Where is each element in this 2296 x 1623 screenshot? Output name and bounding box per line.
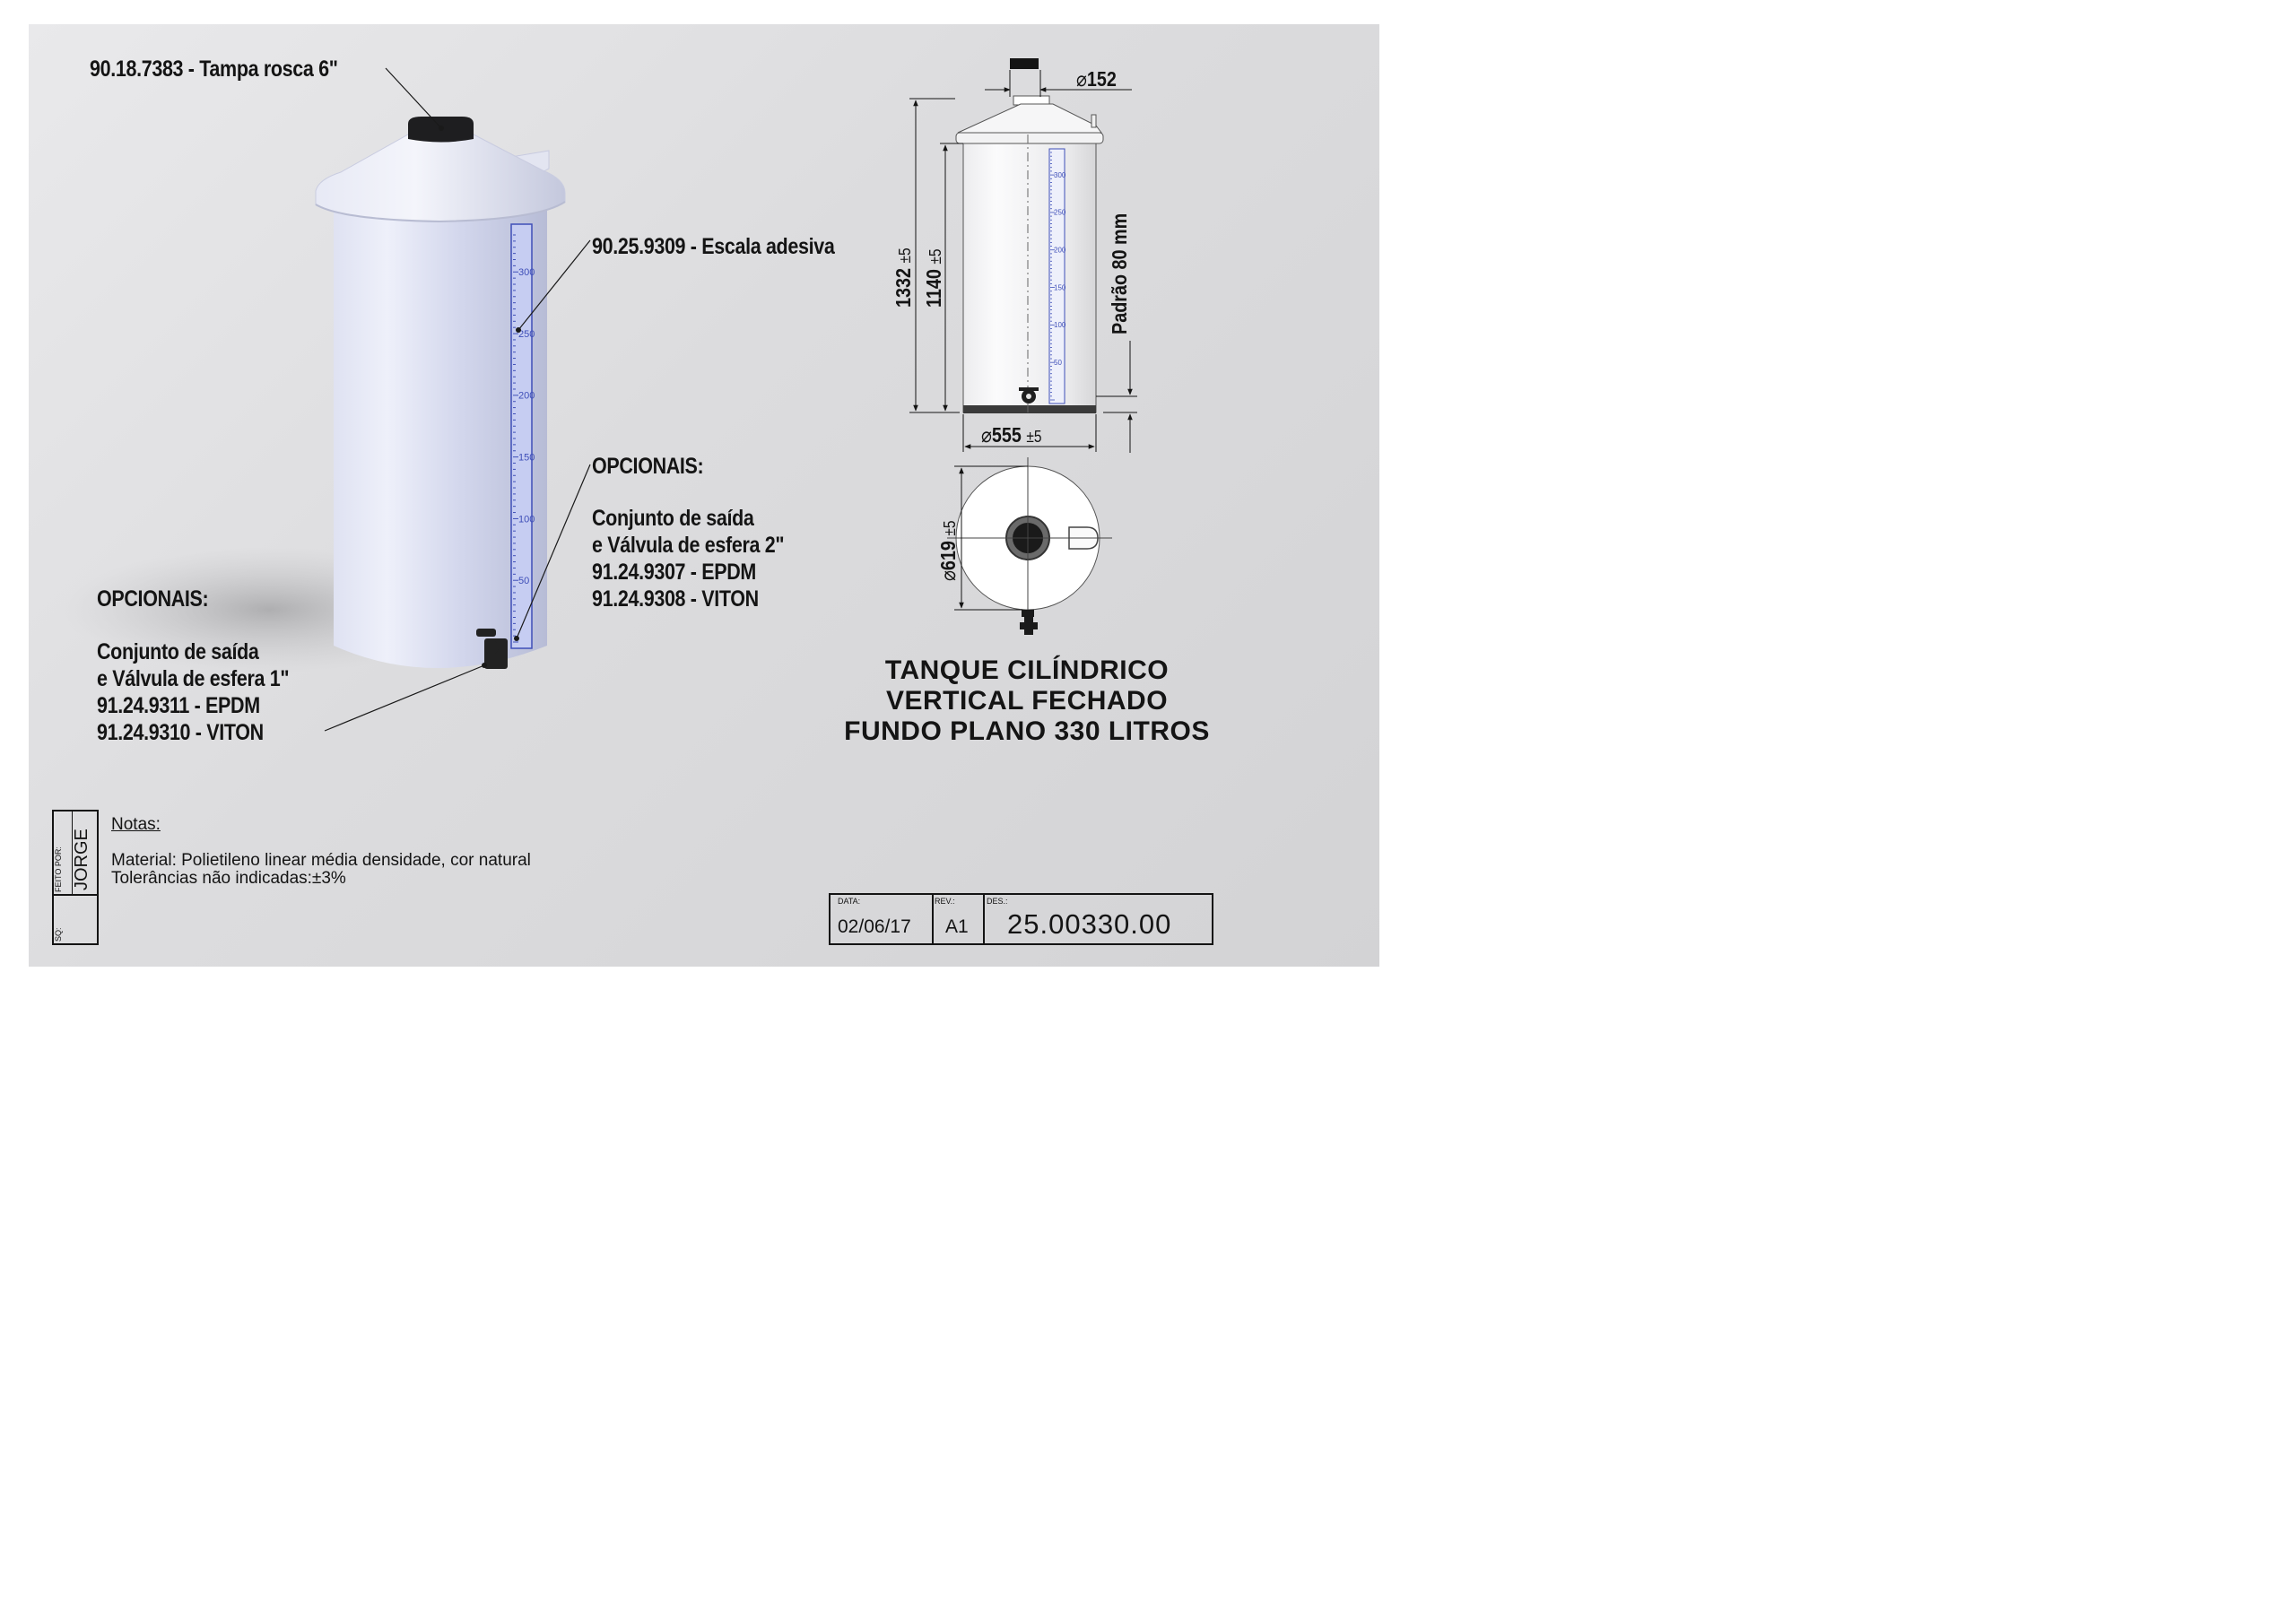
opc-right-line: e Válvula de esfera 2" (592, 533, 785, 558)
title-line: FUNDO PLANO 330 LITROS (844, 716, 1210, 746)
tank-body (334, 202, 547, 668)
opc-right-heading: OPCIONAIS: (592, 454, 704, 479)
opc-right-line: 91.24.9307 - EPDM (592, 560, 756, 585)
diameter-symbol: ⌀ (1076, 67, 1087, 91)
callout-escala: 90.25.9309 - Escala adesiva (592, 234, 835, 259)
notes-tolerance: Tolerâncias não indicadas:±3% (111, 869, 346, 888)
dim-body-height: 1140 ±5 (922, 248, 945, 308)
dim-top-diameter: ⌀619 ±5 (936, 520, 960, 581)
scale-label: 250 (1054, 209, 1066, 217)
scale-label: 200 (518, 391, 535, 402)
opc-right-line: 91.24.9308 - VITON (592, 586, 759, 612)
rev-label: REV.: (935, 897, 955, 906)
opc-left-line: 91.24.9311 - EPDM (97, 693, 260, 718)
technical-drawing: 300 250 200 150 100 50 (909, 58, 1137, 635)
scale-label: 200 (1054, 247, 1066, 255)
author-block (52, 810, 99, 945)
title-line: VERTICAL FECHADO (885, 686, 1169, 716)
tank-render: 300 250 200 150 100 50 (63, 67, 591, 732)
opc-right-line: Conjunto de saída (592, 506, 754, 531)
scale-label: 50 (1054, 359, 1062, 367)
scale-labels: 300 250 200 150 100 50 (518, 267, 535, 586)
elevation-body (962, 143, 1097, 413)
scale-label: 100 (518, 514, 535, 525)
outlet-valve (476, 629, 508, 669)
scale-ticks (513, 234, 518, 643)
opc-left-line: Conjunto de saída (97, 639, 259, 664)
diameter-symbol: ⌀ (981, 423, 992, 447)
scale-label: 100 (1054, 321, 1066, 329)
scale-label: 150 (518, 452, 535, 463)
feito-por-value: JORGE (72, 829, 91, 890)
scale-label: 150 (1054, 283, 1066, 291)
scale-label: 300 (518, 267, 535, 278)
callout-tampa: 90.18.7383 - Tampa rosca 6" (90, 56, 338, 82)
sq-label: SQ: (54, 927, 63, 942)
rev-value: A1 (945, 916, 969, 937)
des-label: DES.: (987, 897, 1008, 906)
data-label: DATA: (838, 897, 861, 906)
leader-lines (324, 67, 591, 732)
dim-lid-diameter: ⌀152 (1076, 67, 1117, 91)
notes-heading: Notas: (111, 815, 161, 834)
dim-padrao: Padrão 80 mm (1108, 213, 1131, 334)
notes-material: Material: Polietileno linear média densi… (111, 851, 531, 870)
data-value: 02/06/17 (838, 916, 911, 937)
title-line: TANQUE CILÍNDRICO (884, 655, 1170, 685)
scale-label: 250 (518, 329, 535, 340)
opc-left-line: e Válvula de esfera 1" (97, 666, 290, 691)
dim-overall-height: 1332 ±5 (891, 247, 915, 308)
opc-left-heading: OPCIONAIS: (97, 586, 209, 612)
scale-label: 300 (1054, 171, 1066, 179)
diameter-symbol: ⌀ (936, 570, 960, 581)
feito-por-label: FEITO POR: (54, 846, 63, 892)
dim-base-diameter: ⌀555 ±5 (981, 423, 1042, 447)
elevation-view: 300 250 200 150 100 50 (955, 58, 1104, 413)
plan-view (947, 457, 1112, 635)
opc-left-line: 91.24.9310 - VITON (97, 720, 264, 745)
scale-label: 50 (518, 576, 529, 586)
drawing-sheet (29, 24, 1379, 967)
des-value: 25.00330.00 (1007, 908, 1172, 940)
